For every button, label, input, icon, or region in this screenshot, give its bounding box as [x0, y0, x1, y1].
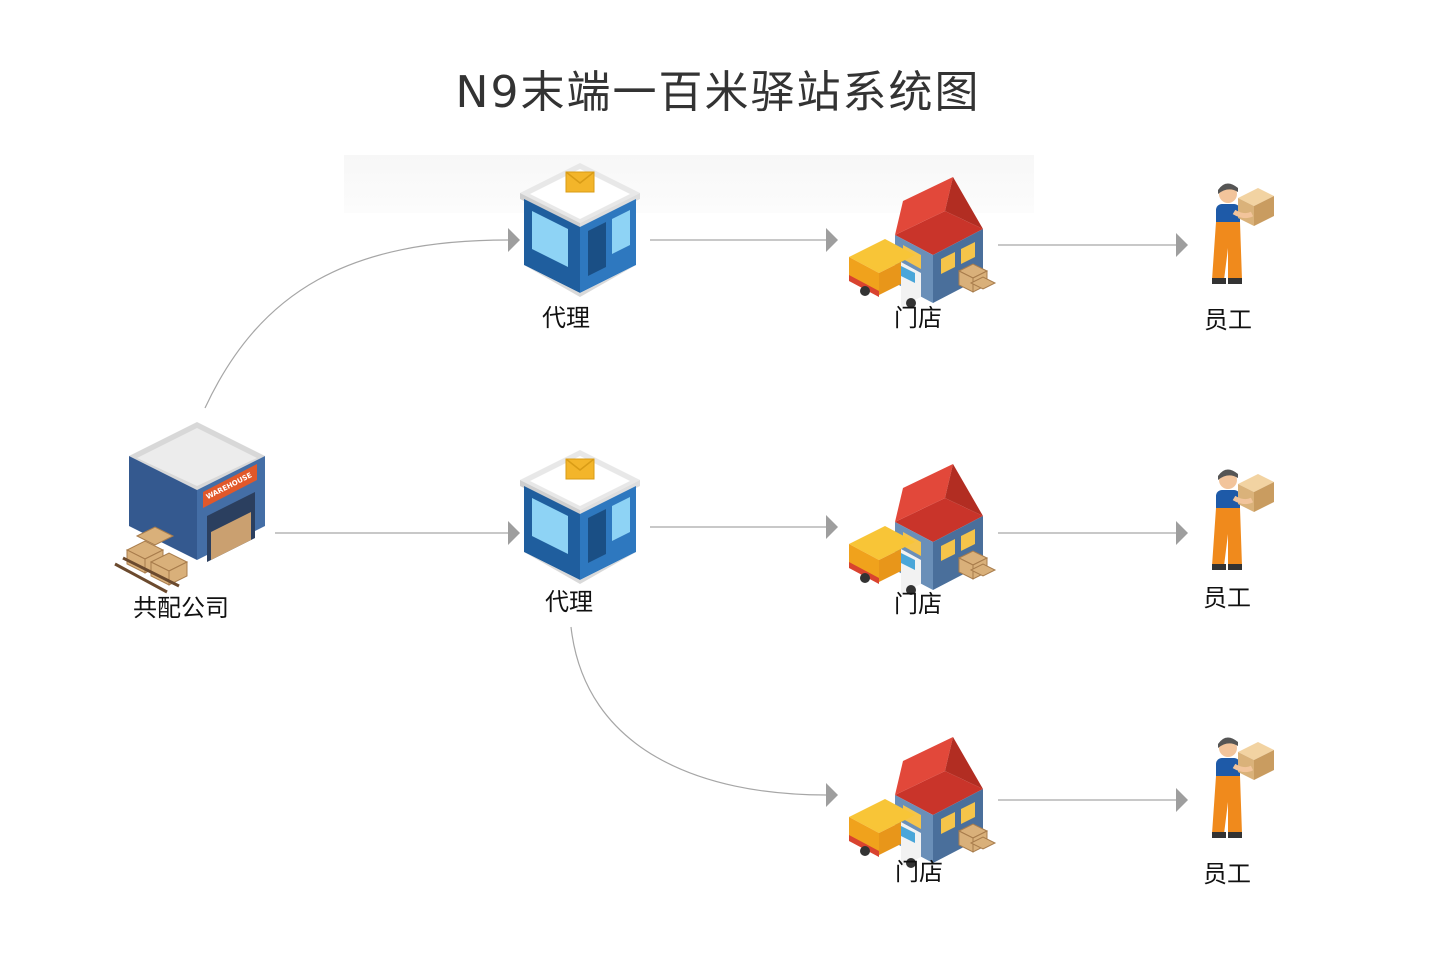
node-label-store-bot: 门店 — [895, 858, 943, 886]
warehouse-icon — [113, 420, 267, 594]
arrowhead — [1176, 521, 1188, 545]
page-title: N9末端一百米驿站系统图 — [455, 67, 981, 118]
arrowhead — [1176, 788, 1188, 812]
arrowhead — [1176, 233, 1188, 257]
store-house-icon — [848, 176, 996, 309]
store-house-icon — [848, 463, 996, 596]
node-label-agent-top: 代理 — [542, 304, 590, 332]
arrowhead — [508, 228, 520, 252]
edge-agent-mid-to-store-bot — [570, 626, 827, 796]
node-label-staff-top: 员工 — [1204, 306, 1252, 334]
arrowhead — [508, 521, 520, 545]
arrowhead — [826, 228, 838, 252]
arrowhead — [826, 783, 838, 807]
node-label-store-top: 门店 — [894, 304, 942, 332]
node-label-staff-mid: 员工 — [1203, 584, 1251, 612]
edge-company-to-agent-top — [204, 239, 509, 409]
courier-icon — [1212, 183, 1274, 284]
node-label-company: 共配公司 — [133, 594, 229, 622]
agent-shop-icon — [519, 449, 641, 585]
courier-icon — [1212, 737, 1274, 838]
node-label-staff-bot: 员工 — [1203, 860, 1251, 888]
agent-shop-icon — [519, 162, 641, 298]
node-label-agent-mid: 代理 — [545, 588, 593, 616]
arrowhead — [826, 515, 838, 539]
courier-icon — [1212, 469, 1274, 570]
store-house-icon — [848, 736, 996, 869]
node-label-store-mid: 门店 — [894, 590, 942, 618]
